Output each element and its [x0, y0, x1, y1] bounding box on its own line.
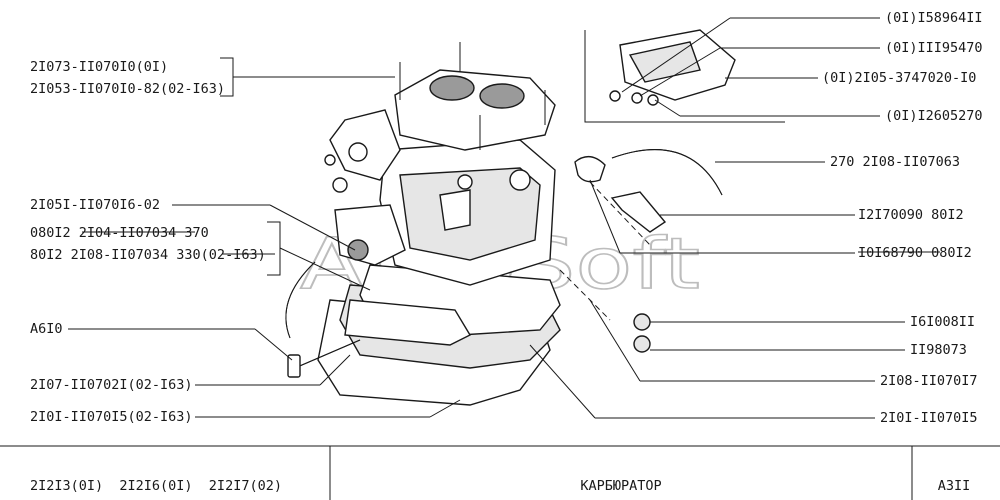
callout-label: 2I08-II070I7 [880, 373, 978, 389]
callout-label: 2I07-II0702I(02-I63) [30, 377, 193, 393]
carburetor-top-cover [394, 69, 556, 151]
callouts-left: 2I073-II070I0(0I) 2I053-II070I0-82(02-I6… [30, 59, 275, 425]
callout-label: 2I053-II070I0-82(02-I63) [30, 81, 225, 97]
callout-label: (0I)III95470 [885, 40, 983, 56]
footer-code: A3II [938, 478, 971, 494]
carburetor-drawing [285, 29, 785, 406]
callout-label: 270 2I08-II07063 [830, 154, 960, 170]
callout-label: 2I073-II070I0(0I) [30, 59, 168, 75]
callout-label: I2I70090 80I2 [858, 207, 964, 223]
callout-label: 2I0I-II070I5 [880, 410, 978, 426]
footer-title: КАРБЮРАТОР [580, 478, 661, 494]
callout-label: I6I008II [910, 314, 975, 330]
footer-models: 2I2I3(0I) 2I2I6(0I) 2I2I7(02) [30, 478, 282, 494]
callout-label: A6I0 [30, 321, 63, 337]
footer-title-block: 2I2I3(0I) 2I2I6(0I) 2I2I7(02) КАРБЮРАТОР… [0, 445, 1000, 500]
leader-lines [68, 17, 905, 419]
callout-label: II98073 [910, 342, 967, 358]
callout-label: I0I68790 080I2 [858, 245, 972, 261]
callout-label: 2I0I-II070I5(02-I63) [30, 409, 193, 425]
callout-label: 2I05I-II070I6-02 [30, 197, 160, 213]
callout-label: 80I2 2I08-II07034 330(02-I63) [30, 247, 266, 263]
callout-label: (0I)2I05-3747020-I0 [822, 70, 976, 86]
callouts-right: (0I)I58964II (0I)III95470 (0I)2I05-37470… [822, 10, 983, 426]
callout-label: (0I)I2605270 [885, 108, 983, 124]
callout-label: (0I)I58964II [885, 10, 983, 26]
callout-label: 080I2 2I04-II07034 370 [30, 225, 209, 241]
